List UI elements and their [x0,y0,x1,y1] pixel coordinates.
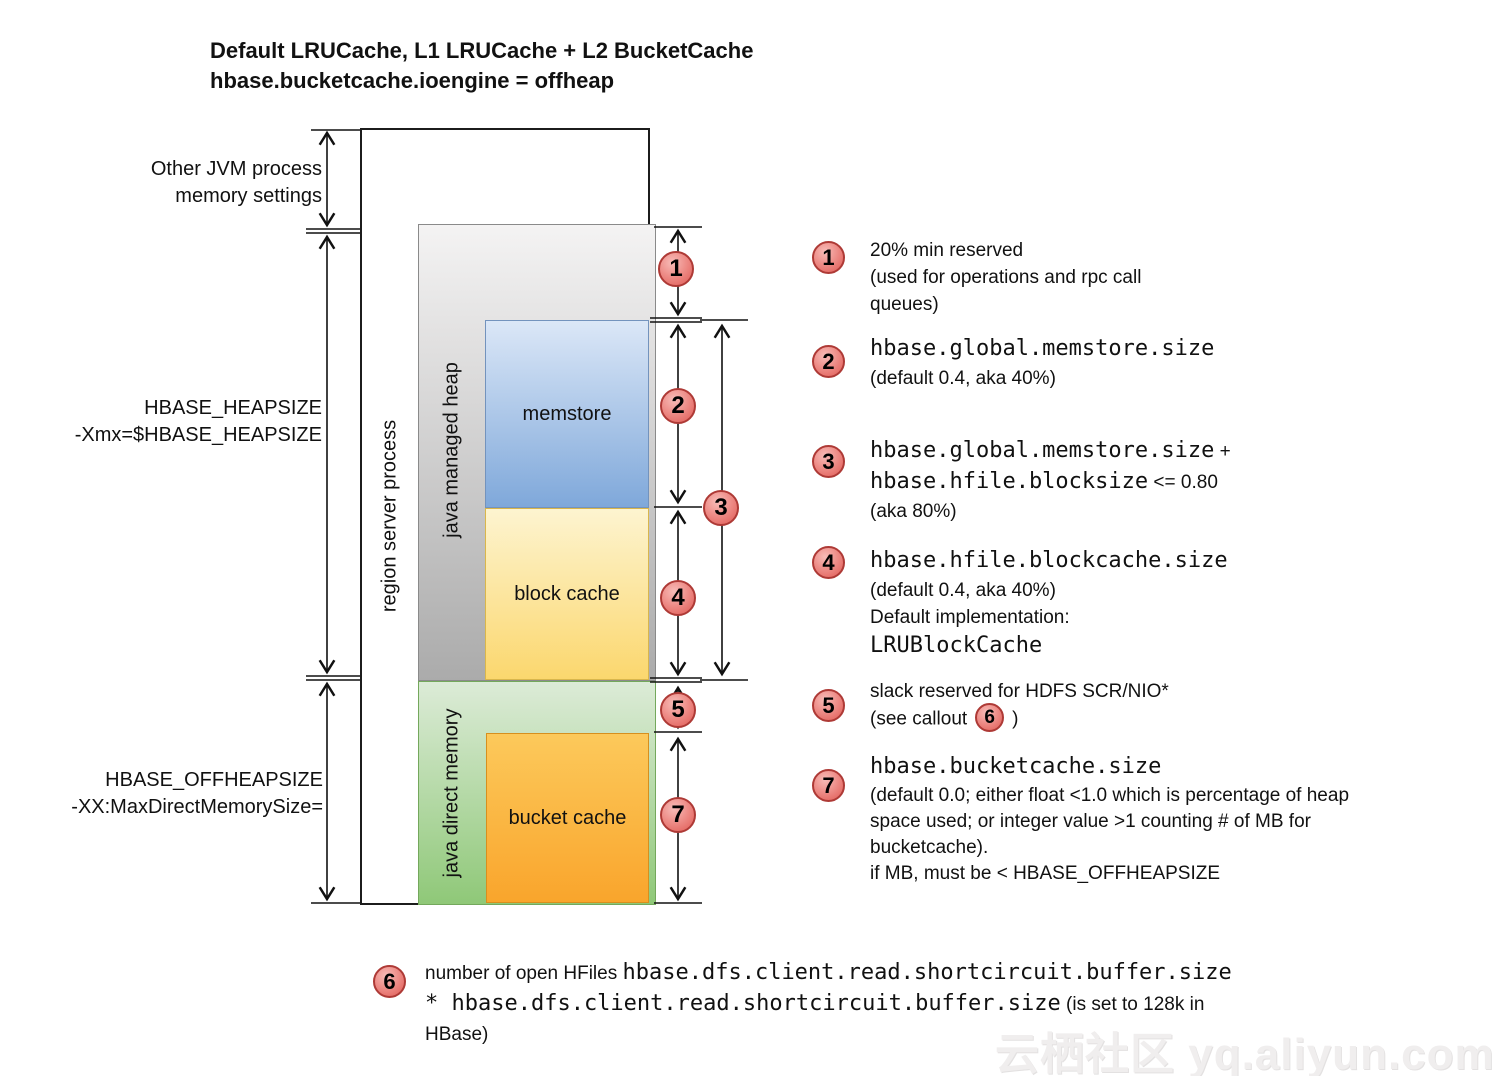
marker-3-number: 3 [714,494,728,521]
other-jvm-line2: memory settings [175,185,322,207]
callout-2-number: 2 [822,348,835,374]
callout-3-comparison: <= 0.80 [1148,472,1218,493]
callout-7-badge: 7 [812,769,845,802]
callout-7-line3: space used; or integer value >1 counting… [870,811,1311,832]
callout-3-text: hbase.global.memstore.size + hbase.hfile… [870,436,1231,525]
callout-7-text: hbase.bucketcache.size (default 0.0; eit… [870,752,1349,887]
callout-6-line3: HBase) [425,1024,489,1045]
memstore-label: memstore [522,402,612,425]
callout-3-line3: (aka 80%) [870,501,957,522]
java-direct-memory-label: java direct memory [440,708,463,878]
offheapsize-line1: HBASE_OFFHEAPSIZE [105,769,323,791]
label-hbase-heapsize: HBASE_HEAPSIZE -Xmx=$HBASE_HEAPSIZE [40,395,322,449]
callout-7-line2: (default 0.0; either float <1.0 which is… [870,785,1350,806]
callout-5-text: slack reserved for HDFS SCR/NIO* (see ca… [870,678,1169,734]
bucket-cache-label: bucket cache [508,806,627,829]
callout-2-line2: (default 0.4, aka 40%) [870,368,1056,389]
callout-6-code1: hbase.dfs.client.read.shortcircuit.buffe… [622,960,1232,985]
diagram-marker-4: 4 [660,580,696,616]
callout-6-text: number of open HFiles hbase.dfs.client.r… [425,958,1232,1050]
watermark: 云栖社区 yq.aliyun.com [995,1030,1495,1076]
callout-3-number: 3 [822,448,835,474]
marker-4-number: 4 [671,584,685,611]
callout-4-line3: Default implementation: [870,607,1070,628]
callout-5-inline-badge: 6 [975,703,1005,732]
callout-4-number: 4 [822,549,835,575]
callout-2-text: hbase.global.memstore.size (default 0.4,… [870,334,1214,392]
callout-1-line3: queues) [870,294,939,315]
callout-4-badge: 4 [812,546,845,579]
diagram-marker-5: 5 [660,692,696,728]
marker-5-number: 5 [671,696,685,723]
callout-3-badge: 3 [812,445,845,478]
callout-5-line1: slack reserved for HDFS SCR/NIO* [870,681,1169,702]
offheapsize-line2: -XX:MaxDirectMemorySize= [71,796,323,818]
callout-1-badge: 1 [812,241,845,274]
callout-2-code: hbase.global.memstore.size [870,336,1215,361]
callout-5-badge: 5 [812,689,845,722]
title-line-2: hbase.bucketcache.ioengine = offheap [210,68,615,93]
callout-5-inline-number: 6 [984,707,995,728]
callout-6-badge: 6 [373,965,406,998]
diagram-title: Default LRUCache, L1 LRUCache + L2 Bucke… [210,36,753,96]
diagram-marker-2: 2 [660,388,696,424]
diagram-marker-3: 3 [703,490,739,526]
region-server-process-label: region server process [378,419,401,613]
title-line-1: Default LRUCache, L1 LRUCache + L2 Bucke… [210,38,754,63]
marker-7-number: 7 [671,801,685,828]
callout-5-line2-post: ) [1012,708,1019,730]
diagram-marker-1: 1 [658,251,694,287]
callout-6-number: 6 [383,968,396,994]
callout-4-line2: (default 0.4, aka 40%) [870,580,1056,601]
callout-5-number: 5 [822,692,835,718]
callout-6-code2: * hbase.dfs.client.read.shortcircuit.buf… [425,991,1061,1016]
callout-6-line1: number of open HFiles hbase.dfs.client.r… [425,958,1232,989]
callout-4-code1: hbase.hfile.blockcache.size [870,548,1228,573]
callout-7-line4: bucketcache). [870,837,989,858]
callout-1-text: 20% min reserved (used for operations an… [870,237,1141,318]
memstore-box: memstore [485,320,649,508]
callout-1-line2: (used for operations and rpc call [870,267,1142,288]
label-other-jvm: Other JVM process memory settings [80,156,322,210]
callout-5-line2: (see callout 6) [870,703,1169,734]
callout-1-line1: 20% min reserved [870,240,1024,261]
callout-3-code2: hbase.hfile.blocksize [870,469,1149,494]
callout-5-line2-pre: (see callout [870,708,968,730]
diagram-marker-7: 7 [660,797,696,833]
callout-6-line1-pre: number of open HFiles [425,963,623,984]
bucket-cache-box: bucket cache [486,733,649,903]
callout-7-code: hbase.bucketcache.size [870,754,1162,779]
heapsize-line2: -Xmx=$HBASE_HEAPSIZE [74,424,322,446]
callout-4-text: hbase.hfile.blockcache.size (default 0.4… [870,546,1228,662]
marker-2-number: 2 [671,392,685,419]
callout-4-code2: LRUBlockCache [870,633,1043,658]
java-managed-heap-label: java managed heap [440,362,463,538]
callout-2-badge: 2 [812,345,845,378]
callout-3-plus: + [1214,441,1231,462]
callout-7-number: 7 [822,772,835,798]
other-jvm-line1: Other JVM process [150,158,322,180]
callout-1-number: 1 [822,244,835,270]
marker-1-number: 1 [669,255,683,282]
callout-7-line5: if MB, must be < HBASE_OFFHEAPSIZE [870,863,1221,884]
heapsize-line1: HBASE_HEAPSIZE [144,397,322,419]
callout-3-code1: hbase.global.memstore.size [870,438,1215,463]
label-hbase-offheapsize: HBASE_OFFHEAPSIZE -XX:MaxDirectMemorySiz… [35,767,323,821]
callout-6-line2: * hbase.dfs.client.read.shortcircuit.buf… [425,989,1232,1020]
block-cache-label: block cache [514,582,620,605]
callout-6-line2-post: (is set to 128k in [1060,994,1205,1015]
block-cache-box: block cache [485,508,649,680]
